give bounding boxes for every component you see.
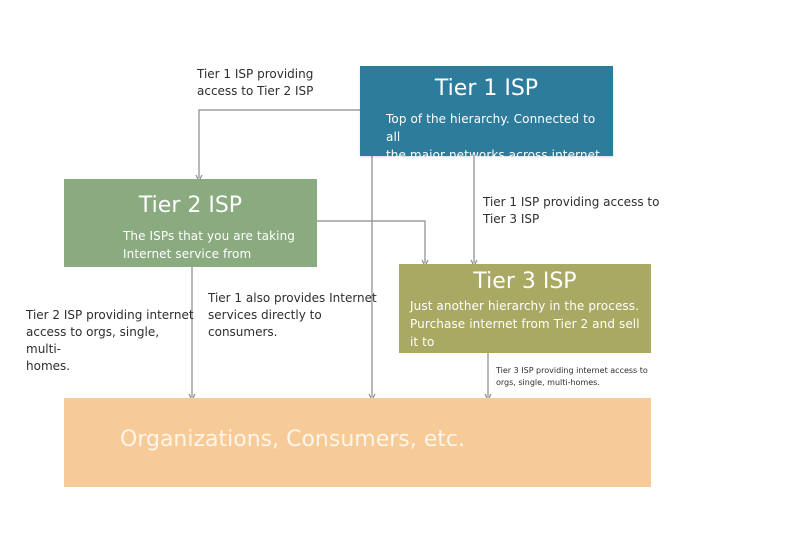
- label-tier1-to-consumers: Tier 1 also provides Internet services d…: [208, 291, 377, 339]
- label-tier2-to-orgs: Tier 2 ISP providing internet access to …: [26, 308, 194, 373]
- connector-tier1-to-tier2: [199, 109, 360, 178]
- tier2-isp-box: Tier 2 ISP The ISPs that you are taking …: [64, 179, 317, 267]
- label-tier3-to-orgs: Tier 3 ISP providing internet access to …: [496, 366, 648, 387]
- label-tier1-to-tier3: Tier 1 ISP providing access to Tier 3 IS…: [483, 195, 660, 226]
- tier3-isp-box: Tier 3 ISP Just another hierarchy in the…: [399, 264, 651, 367]
- tier3-isp-title: Tier 3 ISP: [473, 269, 577, 294]
- tier2-isp-description: The ISPs that you are taking Internet se…: [123, 229, 296, 261]
- organizations-consumers-title: Organizations, Consumers, etc.: [120, 427, 465, 452]
- connector-tier2-to-tier3: [317, 220, 425, 263]
- tier1-isp-title: Tier 1 ISP: [434, 76, 539, 101]
- tier2-isp-title: Tier 2 ISP: [138, 193, 243, 218]
- tier1-isp-box: Tier 1 ISP Top of the hierarchy. Connect…: [360, 66, 613, 162]
- organizations-consumers-box: Organizations, Consumers, etc.: [64, 398, 651, 487]
- tier3-isp-description: Just another hierarchy in the process. P…: [410, 299, 640, 367]
- label-tier1-to-tier2: Tier 1 ISP providing access to Tier 2 IS…: [197, 67, 314, 98]
- tier1-isp-description: Top of the hierarchy. Connected to all t…: [386, 112, 600, 162]
